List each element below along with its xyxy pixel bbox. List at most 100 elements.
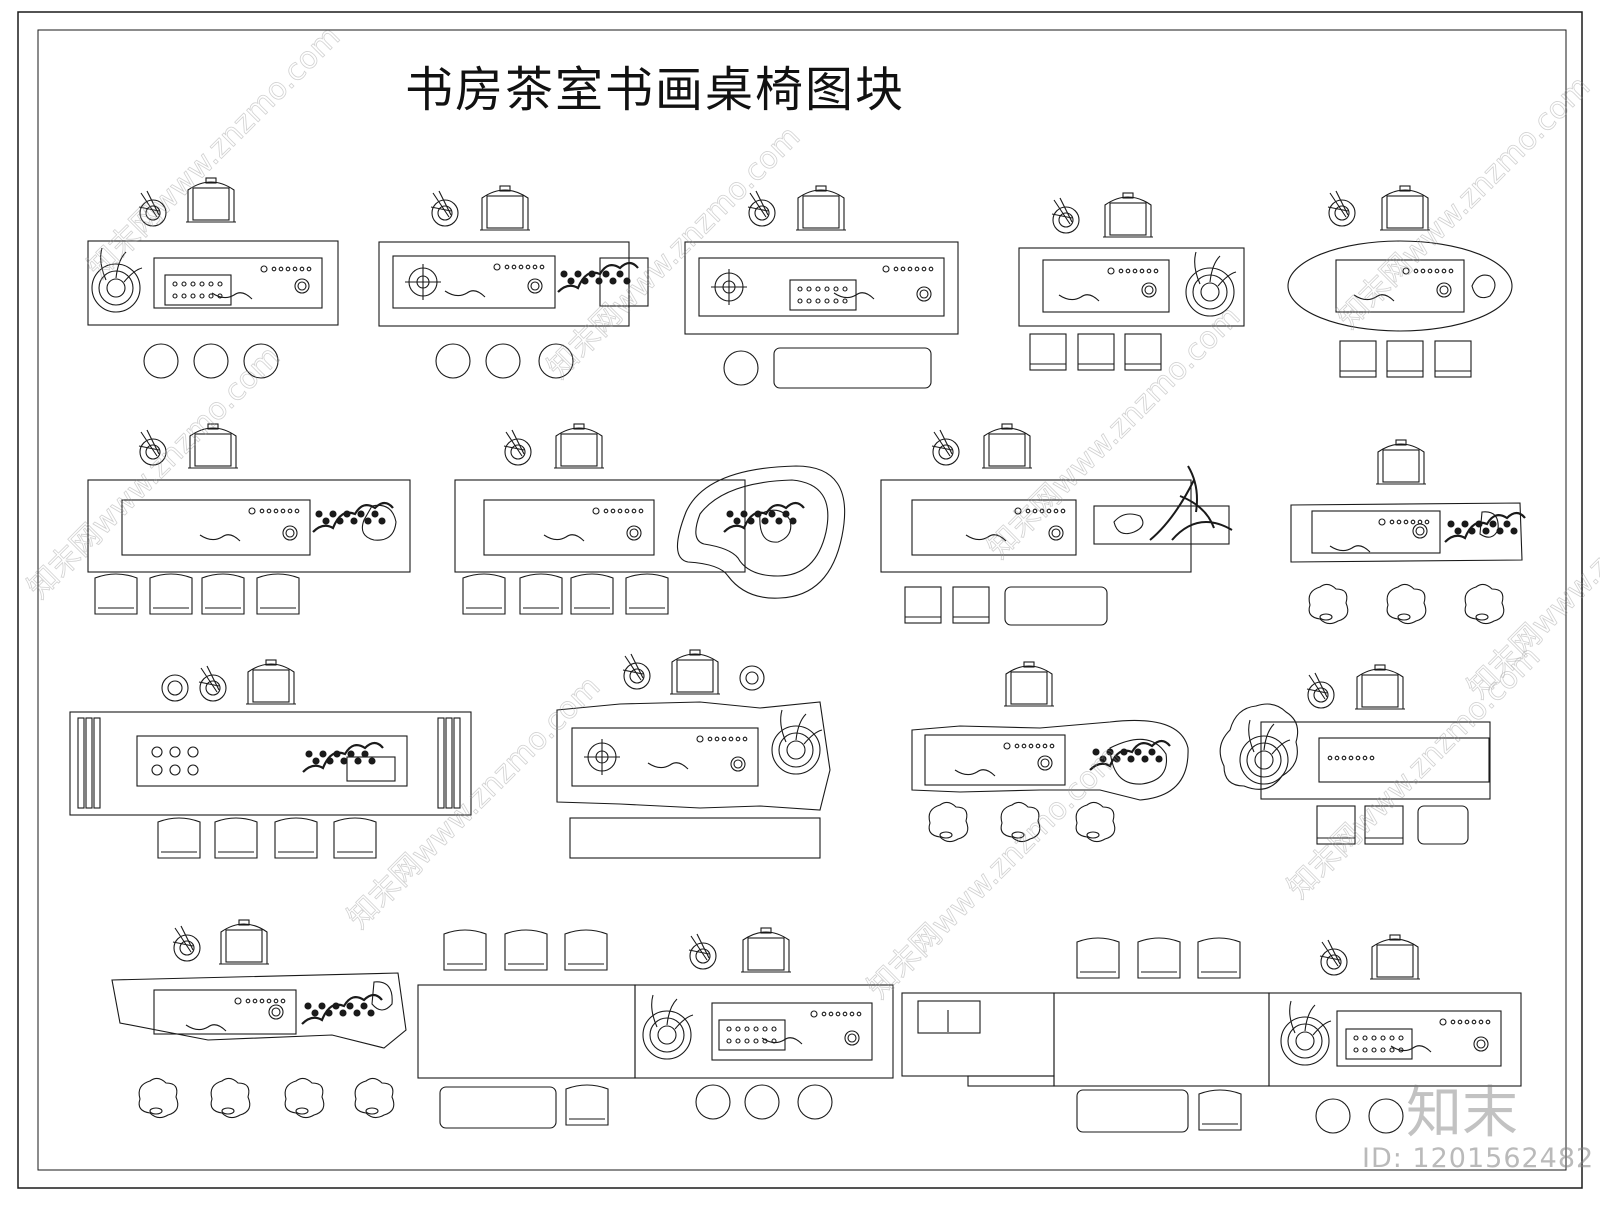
armchair-back — [983, 427, 1031, 468]
square-stool — [1386, 340, 1424, 378]
tea-basin-outer — [642, 1010, 692, 1060]
driftwood-branch — [1149, 465, 1233, 541]
brush-pot-inner — [1334, 205, 1350, 221]
tray-cup — [797, 298, 803, 304]
armchair-seat — [560, 433, 598, 467]
cushion-bench — [1076, 1089, 1189, 1133]
long-desk-top — [87, 479, 411, 573]
tea-basin-inner — [786, 740, 806, 760]
ink-well-inner — [271, 1007, 281, 1017]
bonsai-leaf — [350, 517, 358, 525]
tray-cup — [1398, 1047, 1404, 1053]
tray-cup — [753, 1026, 759, 1032]
desk-inner-panel — [121, 499, 311, 556]
round-stool — [1368, 1098, 1404, 1134]
panel-dot — [1389, 519, 1395, 525]
bonsai-leaf — [616, 270, 624, 278]
bonsai-leaf — [360, 1002, 368, 1010]
end-slat — [93, 717, 101, 809]
brush-pot-inner — [1058, 212, 1074, 228]
desk-top — [87, 240, 339, 326]
square-stool — [952, 586, 990, 624]
armchair-seat — [747, 937, 785, 971]
panel-dot — [1153, 268, 1159, 274]
cushion-bench — [1004, 586, 1108, 626]
desk-inner-panel — [911, 499, 1077, 556]
tray-cup — [1398, 1035, 1404, 1041]
panel-dot — [299, 266, 305, 272]
tray-cup — [208, 281, 214, 287]
panel-dot — [1450, 1019, 1456, 1025]
panel-dot — [273, 508, 279, 514]
panel-dot — [1355, 755, 1361, 761]
square-stool — [1339, 340, 1377, 378]
brush-pot-outer — [623, 662, 651, 690]
tray-cup — [181, 293, 187, 299]
bonsai-leaf — [1092, 748, 1100, 756]
ink-well — [844, 1030, 860, 1046]
panel-dot — [1417, 519, 1423, 525]
tray-cup — [190, 293, 196, 299]
panel-dot — [1146, 268, 1152, 274]
desk-set-14 — [111, 919, 407, 1119]
panel-dot — [306, 266, 312, 272]
panel-dot — [266, 998, 272, 1004]
brush-stroke — [747, 206, 769, 212]
panel-dot — [1132, 268, 1138, 274]
bonsai-leaf — [595, 277, 603, 285]
tea-basin-outer — [771, 725, 821, 775]
armchair-seat — [1361, 674, 1399, 708]
panel-dot — [1478, 1019, 1484, 1025]
brush-pot-inner — [1326, 954, 1342, 970]
brush-pot-inner — [205, 680, 221, 696]
bonsai-branch — [1089, 739, 1171, 771]
desk-inner-panel — [698, 257, 945, 317]
panel-dot — [1025, 508, 1031, 514]
side-chair — [149, 573, 193, 615]
side-chair — [565, 1084, 609, 1126]
armchair-seat — [486, 195, 524, 229]
panel-dot — [280, 508, 286, 514]
brush-stroke — [931, 445, 953, 451]
bonsai-leaf — [768, 510, 776, 518]
side-table — [901, 992, 1055, 1077]
tea-basin-mid — [649, 1017, 685, 1053]
cushion-bench — [569, 817, 821, 859]
site-watermark: 知末网www.znzmo.com — [81, 19, 347, 285]
slab-table — [1290, 502, 1523, 563]
slab-table — [556, 701, 831, 811]
bonsai-leaf — [322, 517, 330, 525]
brush-pot-outer — [748, 199, 776, 227]
armchair-crest — [1023, 661, 1035, 668]
root-stool — [1075, 801, 1116, 843]
panel-dot — [707, 736, 713, 742]
ink-well-inner — [1144, 285, 1154, 295]
root-stool — [354, 1077, 395, 1119]
round-stool — [193, 343, 229, 379]
bonsai-leaf — [1113, 755, 1121, 763]
panel-dot — [525, 264, 531, 270]
root-stool — [138, 1077, 179, 1119]
panel-dot — [1434, 268, 1440, 274]
desk-set-13 — [1219, 664, 1491, 845]
panel-dot — [742, 736, 748, 742]
panel-dot — [1014, 743, 1020, 749]
square-stool — [1364, 805, 1404, 845]
panel-dot — [1424, 519, 1430, 525]
brush-stroke — [1329, 192, 1347, 218]
tray-cup — [726, 1038, 732, 1044]
bonsai-leaf — [1468, 527, 1476, 535]
tea-basin-mid — [1246, 742, 1282, 778]
bonsai-leaf — [1127, 755, 1135, 763]
panel-dot — [1327, 755, 1333, 761]
tray-cup — [199, 281, 205, 287]
stone-ornament — [371, 981, 393, 1011]
panel-dot — [721, 736, 727, 742]
bonsai-branch — [1444, 511, 1526, 543]
bonsai-leaf — [368, 757, 376, 765]
outer-frame — [17, 11, 1583, 1189]
side-chair — [1198, 1089, 1242, 1131]
tray-cup — [1362, 1047, 1368, 1053]
long-table — [1053, 992, 1270, 1087]
bonsai-leaf — [304, 1002, 312, 1010]
